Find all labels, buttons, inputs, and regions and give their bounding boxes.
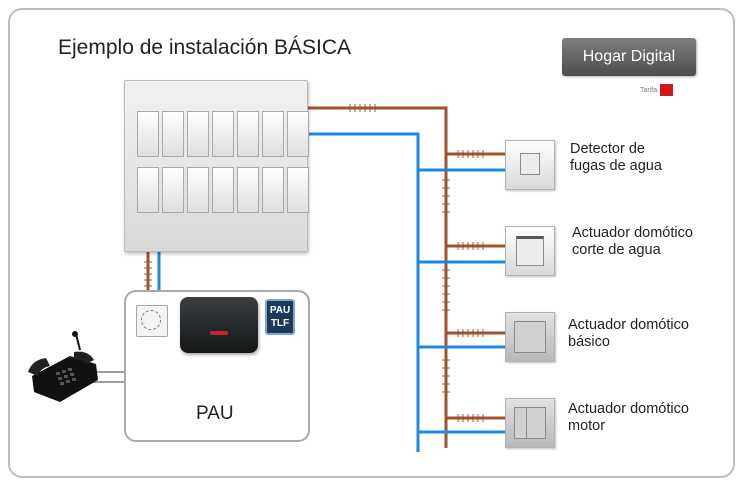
power-main-line — [306, 106, 448, 448]
device-1-line1: Detector de — [570, 141, 645, 157]
telephone-icon — [28, 331, 98, 402]
logo-text: Hogar Digital — [582, 48, 676, 65]
breaker — [212, 167, 234, 213]
branch-hatching — [457, 150, 484, 422]
device-4-line2: motor — [568, 418, 606, 434]
breaker — [162, 111, 184, 157]
breaker — [162, 167, 184, 213]
device-4-line1: Actuador domótico — [568, 401, 689, 417]
device-label-water-shutoff: Actuador domótico corte de agua — [572, 225, 693, 259]
device-2-line2: corte de agua — [572, 242, 661, 258]
logo-sub-text: Tarifa — [640, 86, 658, 94]
pau-tlf-box: PAU TLF — [265, 299, 295, 335]
device-label-motor-actuator: Actuador domótico motor — [568, 401, 689, 435]
breaker — [137, 167, 159, 213]
breaker — [212, 111, 234, 157]
device-2-line1: Actuador domótico — [572, 225, 693, 241]
breaker — [262, 111, 284, 157]
leak-detector-icon — [505, 140, 555, 190]
pau-tlf-line2: TLF — [270, 318, 290, 329]
motor-actuator-icon — [505, 398, 555, 448]
logo-subtitle: Tarifa — [640, 84, 674, 96]
device-3-line1: Actuador domótico — [568, 317, 689, 333]
water-shutoff-actuator-icon — [505, 226, 555, 276]
breaker — [262, 167, 284, 213]
basic-actuator-icon — [505, 312, 555, 362]
router-icon — [180, 297, 258, 353]
breaker-row-top — [137, 111, 309, 157]
breaker-row-bottom — [137, 167, 309, 213]
diagram-title: Ejemplo de instalación BÁSICA — [58, 36, 351, 59]
pau-label: PAU — [196, 403, 234, 424]
breaker — [237, 167, 259, 213]
power-line-hatching — [349, 104, 450, 393]
device-label-leak-detector: Detector de fugas de agua — [570, 141, 662, 175]
device-label-basic-actuator: Actuador domótico básico — [568, 317, 689, 351]
hogar-digital-logo: Hogar Digital — [562, 38, 696, 76]
breaker — [287, 111, 309, 157]
breaker — [187, 167, 209, 213]
device-1-line2: fugas de agua — [570, 158, 662, 174]
breaker — [287, 167, 309, 213]
breaker — [187, 111, 209, 157]
junction-outlet-icon — [136, 305, 168, 337]
pau-tlf-line1: PAU — [269, 305, 291, 316]
device-3-line2: básico — [568, 334, 610, 350]
breaker — [237, 111, 259, 157]
data-main-line — [306, 132, 420, 452]
distribution-panel — [124, 80, 309, 252]
brand-mark-icon — [660, 84, 674, 96]
breaker — [137, 111, 159, 157]
